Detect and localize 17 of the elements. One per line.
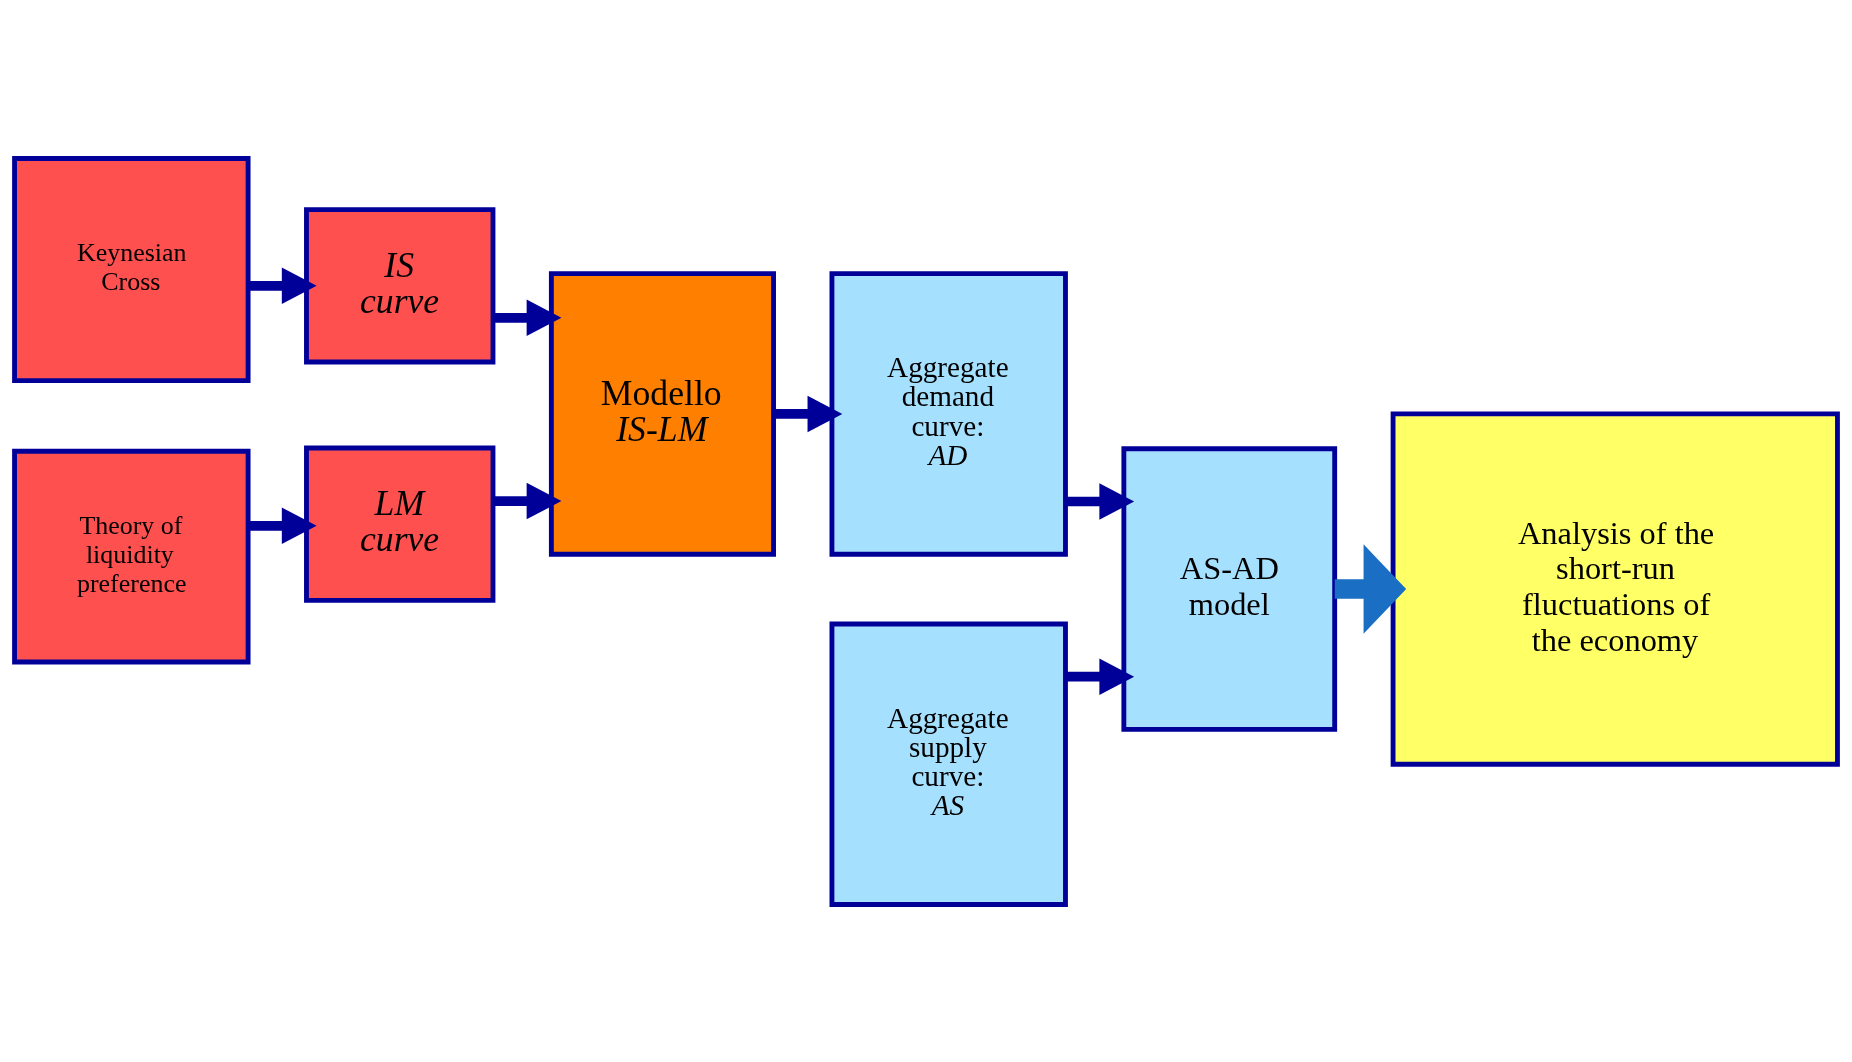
node-box: Theory of liquidity preference	[12, 448, 251, 664]
arrow	[248, 267, 317, 304]
node-box: Modello IS-LM	[548, 270, 776, 557]
arrow	[493, 299, 562, 336]
arrow	[1334, 543, 1407, 634]
arrow	[248, 507, 317, 544]
node-box: Aggregate demand curve: AD	[829, 270, 1068, 557]
node-box: AS-AD model	[1121, 445, 1338, 732]
node-box: LM curve	[304, 445, 496, 603]
node-box: Aggregate supply curve: AS	[829, 621, 1068, 907]
arrow	[1065, 657, 1135, 695]
arrow	[1065, 482, 1135, 520]
node-box: Analysis of the short-run fluctuations of the economy	[1390, 411, 1840, 767]
arrow	[773, 395, 843, 432]
node-box: IS curve	[304, 206, 496, 364]
arrow	[493, 482, 562, 519]
node-box: Keynesian Cross	[12, 155, 251, 383]
